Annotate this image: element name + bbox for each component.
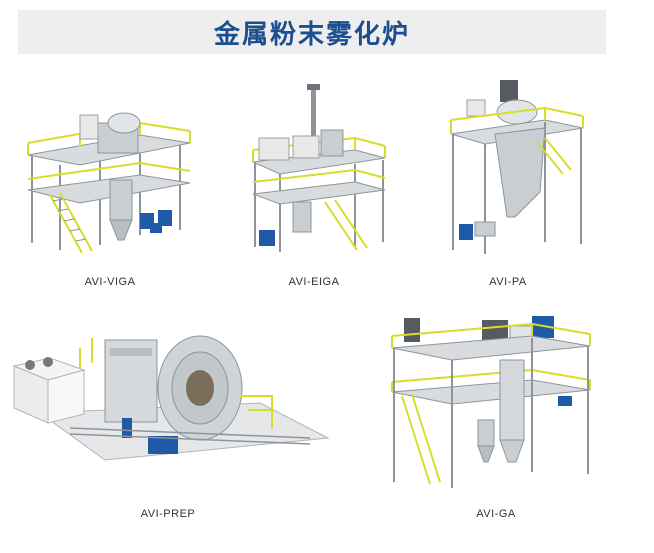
avi-prep-illustration [12,335,330,461]
product-card-avi-prep [10,318,332,478]
model-label-avi-eiga: AVI-EIGA [288,276,340,288]
product-card-avi-ga [382,312,594,492]
model-label-avi-prep: AVI-PREP [140,508,196,520]
avi-eiga-illustration [251,84,386,252]
product-card-avi-pa [445,72,590,260]
avi-viga-illustration [27,112,191,254]
page-title: 金属粉末雾化炉 [213,19,410,50]
model-label-avi-ga: AVI-GA [476,508,516,520]
product-card-avi-viga [20,95,200,260]
model-label-avi-viga: AVI-VIGA [84,276,136,288]
product-card-avi-eiga [245,82,395,260]
title-banner: 金属粉末雾化炉 [18,10,606,54]
model-label-avi-pa: AVI-PA [489,276,527,288]
avi-ga-illustration [391,316,591,488]
avi-pa-illustration [450,80,584,254]
